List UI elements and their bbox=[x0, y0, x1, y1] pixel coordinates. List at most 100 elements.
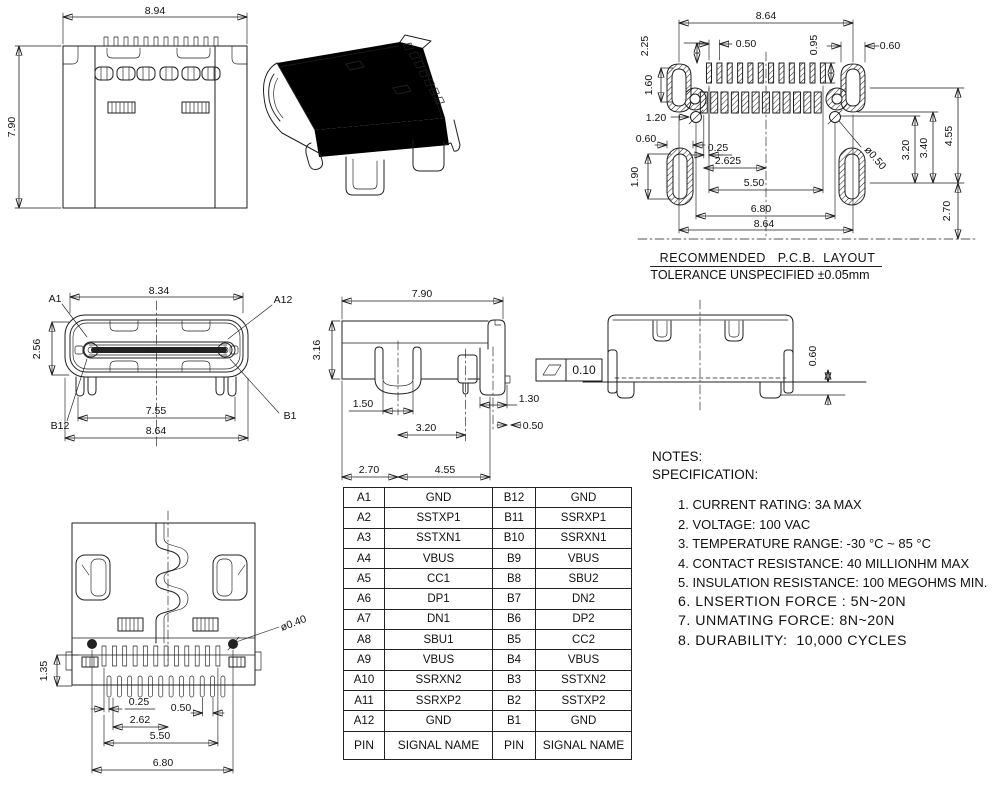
dim-pcb-160: 1.60 bbox=[643, 75, 655, 96]
dim-front-834: 8.34 bbox=[149, 285, 170, 297]
pin-cell: A3 bbox=[343, 527, 385, 549]
dim-bottom-025: 0.25 bbox=[129, 696, 150, 708]
weld-marks bbox=[107, 101, 210, 114]
flatness-value: 0.10 bbox=[572, 363, 596, 377]
dim-pcb-pitch: 0.50 bbox=[736, 38, 757, 50]
signal-cell: CC2 bbox=[535, 629, 632, 651]
pin-cell: B3 bbox=[492, 669, 536, 691]
note-item: 4. CONTACT RESISTANCE: 40 MILLIONHM MAX bbox=[678, 555, 970, 571]
signal-cell: SSRXN1 bbox=[535, 527, 632, 549]
dim-rear-060: 0.60 bbox=[807, 346, 819, 367]
pin-cell: A1 bbox=[343, 486, 385, 509]
label-pin-a1: A1 bbox=[49, 293, 62, 305]
signal-cell: SSTXN1 bbox=[384, 527, 493, 549]
dim-bottom-680: 6.80 bbox=[153, 757, 174, 769]
signal-cell: VBUS bbox=[384, 649, 493, 671]
pcb-pads-top bbox=[706, 62, 826, 84]
pin-cell: A10 bbox=[343, 669, 385, 691]
label-pin-b12: B12 bbox=[51, 420, 70, 432]
dim-bottom-262: 2.62 bbox=[130, 714, 151, 726]
signal-cell: SSRXP1 bbox=[535, 507, 632, 529]
signal-cell: VBUS bbox=[535, 547, 632, 570]
dim-pcb-680: 6.80 bbox=[751, 203, 772, 215]
shell-top-pins bbox=[103, 36, 219, 47]
dim-bottom-135: 1.35 bbox=[38, 661, 50, 682]
signal-cell: SBU2 bbox=[535, 568, 632, 590]
signal-cell: VBUS bbox=[535, 649, 632, 671]
dim-bottom-hole: ø0.40 bbox=[279, 613, 309, 634]
dim-side-130: 1.30 bbox=[519, 393, 540, 405]
signal-cell: SBU1 bbox=[384, 629, 493, 651]
dim-pcb-225: 2.25 bbox=[639, 36, 651, 57]
pin-cell: A7 bbox=[343, 608, 385, 631]
weld-marks-bottom bbox=[117, 617, 219, 632]
dim-pcb-320: 3.20 bbox=[900, 140, 912, 161]
notes-block: NOTES: SPECIFICATION: 1. CURRENT RATING:… bbox=[652, 448, 1000, 651]
notes-items: 1. CURRENT RATING: 3A MAX 2. VOLTAGE: 10… bbox=[652, 495, 1000, 651]
label-pin-a12: A12 bbox=[274, 294, 293, 306]
notes-title: NOTES: bbox=[652, 449, 703, 464]
dim-side-316: 3.16 bbox=[311, 340, 323, 361]
dim-side-050: 0.50 bbox=[523, 420, 544, 432]
signal-cell: SSTXP2 bbox=[535, 689, 632, 712]
pin-cell: B6 bbox=[492, 608, 536, 631]
pin-cell: A5 bbox=[343, 568, 385, 590]
dim-pcb-340: 3.40 bbox=[918, 138, 930, 159]
iso-pin-row bbox=[402, 42, 445, 105]
note-item: 2. VOLTAGE: 100 VAC bbox=[678, 516, 811, 532]
rear-view-drawing: 0.60 bbox=[582, 299, 867, 411]
dim-pcb-270: 2.70 bbox=[941, 201, 953, 222]
dim-pcb-hole: ø0.50 bbox=[862, 144, 889, 172]
signal-cell: CC1 bbox=[384, 568, 493, 590]
pin-cell: A12 bbox=[343, 710, 385, 732]
note-item: 6. LNSERTION FORCE : 5N~20N bbox=[678, 593, 907, 610]
signal-cell: SSTXP1 bbox=[384, 507, 493, 529]
signal-cell: VBUS bbox=[384, 547, 493, 570]
bottom-view-drawing: 1.35 ø0.40 0.25 0.50 2.62 5.50 6.80 bbox=[38, 510, 309, 787]
pin-cell: B5 bbox=[492, 629, 536, 651]
pin-cell: A11 bbox=[343, 689, 385, 712]
dim-pcb-060-right: 0.60 bbox=[880, 40, 901, 52]
note-item: 1. CURRENT RATING: 3A MAX bbox=[678, 497, 862, 512]
pin-row-1 bbox=[101, 645, 221, 667]
pin-header-cell: PIN bbox=[492, 730, 536, 760]
signal-cell: GND bbox=[535, 486, 632, 509]
tongue bbox=[74, 341, 239, 359]
signal-cell: DN1 bbox=[384, 608, 493, 631]
dim-pcb-120: 1.20 bbox=[646, 112, 667, 124]
dim-side-320: 3.20 bbox=[416, 422, 437, 434]
signal-cell: DP1 bbox=[384, 588, 493, 610]
dim-front-256: 2.56 bbox=[31, 339, 43, 360]
pin-cell: B8 bbox=[492, 568, 536, 590]
dim-top-height: 7.90 bbox=[6, 117, 18, 138]
pcb-layout-drawing: 8.64 0.50 0.95 0.60 2.25 1.60 1.20 0.60 … bbox=[629, 10, 979, 250]
center-slot bbox=[155, 522, 181, 644]
dim-bottom-550: 5.50 bbox=[150, 730, 171, 742]
dim-side-150: 1.50 bbox=[353, 398, 374, 410]
pin-row-2 bbox=[106, 675, 226, 698]
pcb-title-rule bbox=[650, 266, 882, 267]
dim-top-width: 8.94 bbox=[145, 5, 166, 17]
signal-cell: GND bbox=[384, 710, 493, 732]
pin-cell: A8 bbox=[343, 629, 385, 651]
label-pin-b1: B1 bbox=[284, 410, 297, 422]
pcb-pads-bottom bbox=[699, 91, 822, 114]
flatness-callout: 0.10 bbox=[535, 358, 603, 382]
pin-cell: A2 bbox=[343, 507, 385, 529]
pin-cell: B1 bbox=[492, 710, 536, 732]
top-view-drawing: 8.94 7.90 bbox=[6, 5, 248, 209]
dim-pcb-455: 4.55 bbox=[943, 126, 955, 147]
dim-pcb-2625: 2.625 bbox=[715, 155, 741, 167]
latch-left bbox=[75, 554, 111, 601]
contact-slots bbox=[94, 66, 221, 81]
dim-side-270: 2.70 bbox=[359, 464, 380, 476]
